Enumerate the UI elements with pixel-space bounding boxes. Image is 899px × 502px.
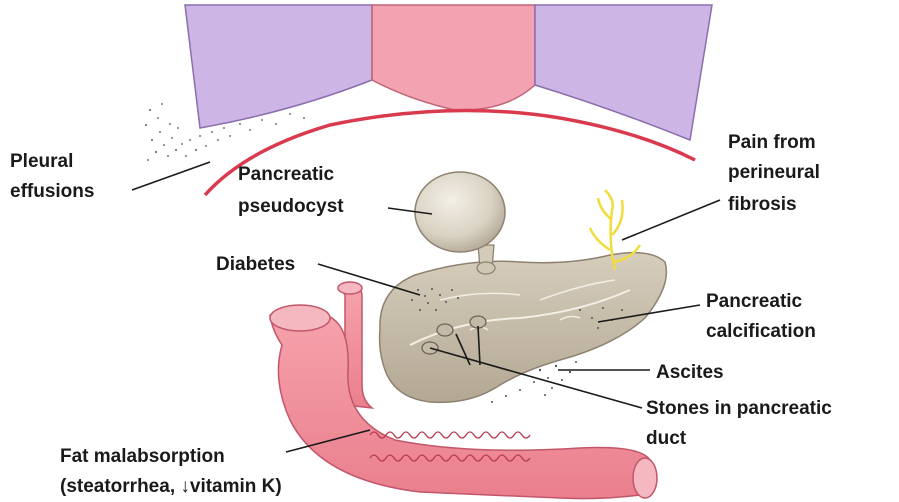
diaphragm [185, 5, 712, 140]
label-stones-pancreatic-duct: Stones in pancreatic duct [646, 398, 837, 449]
label-pancreatic-pseudocyst: Pancreatic pseudocyst [238, 164, 344, 217]
label-pain-perineural-fibrosis: Pain from perineural fibrosis [728, 132, 825, 215]
pancreas [380, 253, 667, 403]
label-diabetes: Diabetes [216, 254, 295, 275]
label-pancreatic-calcification: Pancreatic calcification [706, 291, 816, 342]
label-ascites: Ascites [656, 362, 724, 383]
pseudocyst [415, 172, 505, 274]
label-pleural-effusions: Pleural effusions [10, 151, 94, 202]
label-fat-malabsorption: Fat malabsorption (steatorrhea, ↓vitamin… [60, 446, 282, 497]
